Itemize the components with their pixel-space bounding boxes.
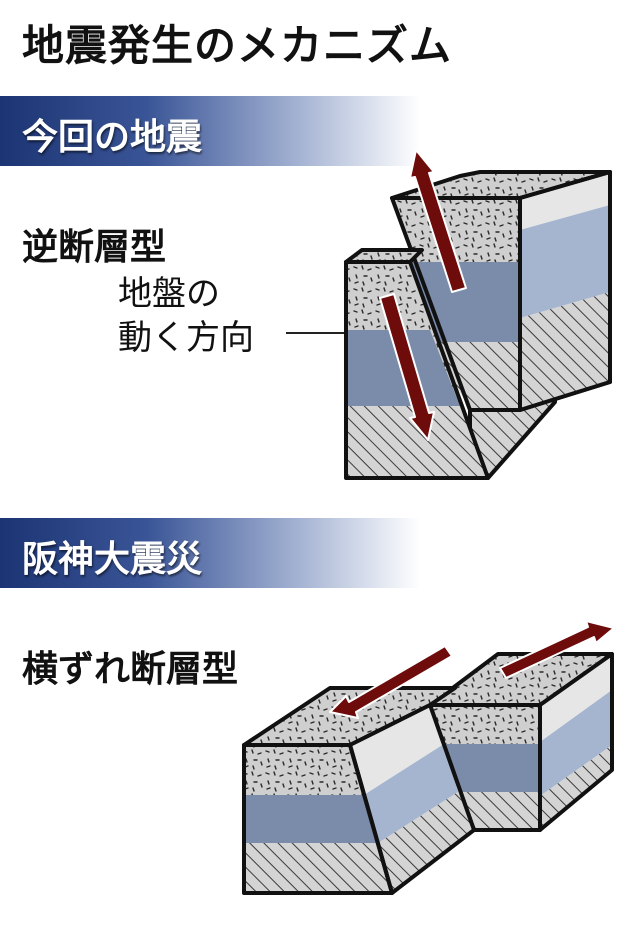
fault-type-reverse-label: 逆断層型	[22, 227, 167, 268]
right-block	[428, 652, 614, 832]
reverse-fault-diagram	[286, 149, 612, 480]
ground-motion-label-line2: 動く方向	[118, 318, 254, 358]
arrow-left-icon	[329, 645, 453, 719]
left-block	[242, 686, 476, 895]
section-band-1: 今回の地震	[0, 96, 420, 166]
hanging-wall-block	[390, 170, 612, 412]
section-heading-1: 今回の地震	[22, 117, 203, 158]
strike-slip-arrows	[329, 620, 615, 719]
arrow-up-icon	[409, 149, 467, 293]
page-title: 地震発生のメカニズム	[22, 21, 453, 70]
arrow-down-icon	[379, 293, 435, 441]
ground-motion-label: 地盤の 動く方向	[118, 272, 254, 360]
section-band-2: 阪神大震災	[0, 518, 420, 588]
fault-type-strike-slip-label: 横ずれ断層型	[22, 649, 239, 690]
section-heading-2: 阪神大震災	[22, 539, 203, 580]
ground-motion-arrows	[379, 149, 467, 441]
ground-motion-label-line1: 地盤の	[118, 274, 220, 314]
arrow-right-icon	[499, 620, 615, 679]
strike-slip-fault-diagram	[242, 620, 615, 895]
